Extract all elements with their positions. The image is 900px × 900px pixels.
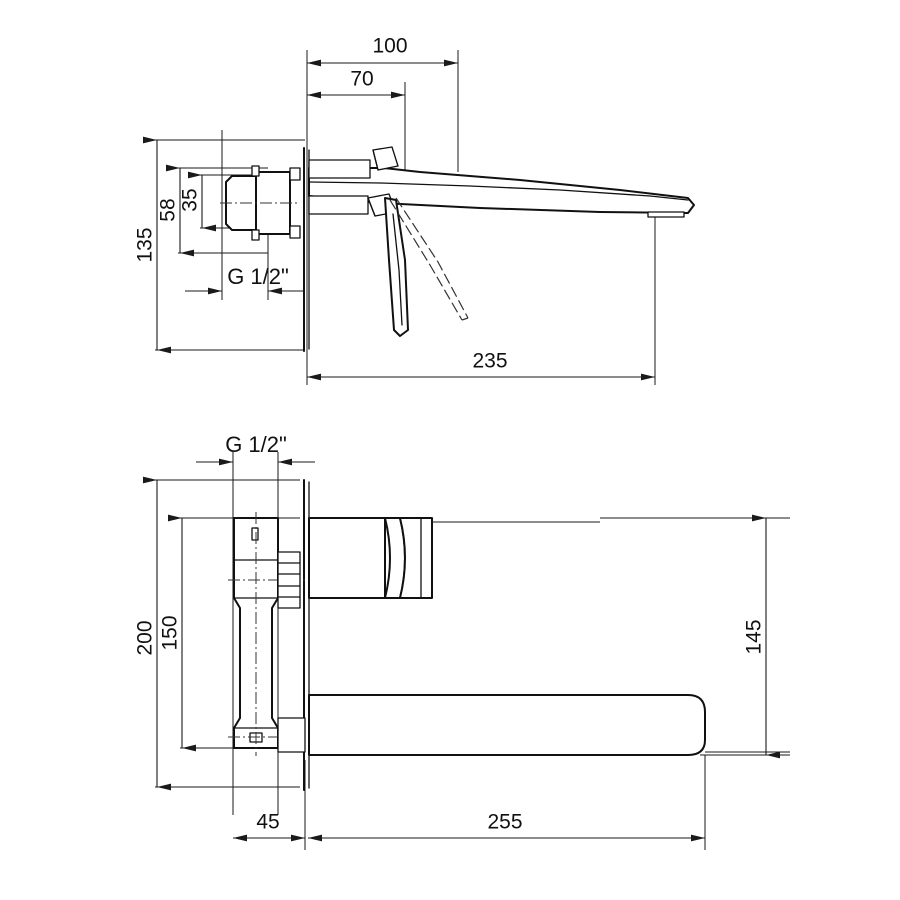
hub-upper-block: [308, 159, 371, 179]
lower-outlet-block: [277, 717, 306, 753]
handle-barrel-front: [308, 517, 600, 599]
dim-g12-lower-label: G 1/2": [225, 432, 287, 457]
dim-45: 45: [233, 811, 305, 842]
spout-outlet-aerator: [647, 211, 685, 218]
dim-g12-upper-label: G 1/2": [227, 264, 289, 289]
lever-handle-outline: [384, 197, 409, 337]
lever-phantom-tip: [461, 317, 469, 321]
dim-235-label: 235: [472, 350, 507, 373]
spout-bar-front: [308, 694, 790, 756]
dim-200: 200: [134, 476, 171, 791]
dim-58: 58: [157, 164, 194, 257]
spline-block: [277, 551, 301, 609]
dim-255-label: 255: [487, 811, 522, 834]
dim-45-label: 45: [256, 811, 279, 834]
inlet-lug-bottom: [251, 229, 260, 241]
dim-255: 255: [308, 811, 705, 842]
dim-35: 35: [179, 171, 216, 232]
spout-bar-outline: [308, 694, 706, 756]
dim-150: 150: [159, 514, 196, 752]
dim-145: 145: [743, 514, 780, 759]
dim-100: 100: [307, 35, 458, 67]
dim-g12-upper: G 1/2": [185, 264, 305, 295]
dim-135: 135: [134, 136, 171, 354]
lever-handle-inner: [392, 213, 403, 326]
dim-150-label: 150: [159, 615, 182, 650]
cartridge-spline: [277, 551, 306, 753]
inlet-seal-bottom: [289, 225, 301, 239]
lever-handle-side: [384, 197, 469, 337]
inlet-body-upper: [220, 165, 301, 241]
dim-100-label: 100: [372, 35, 407, 58]
lever-phantom-edge-b: [395, 197, 469, 319]
view-side-elevation: 100 70 135 58 35 G 1/2": [134, 35, 695, 385]
view-front-plan: G 1/2" 200 150 145 45 255: [134, 432, 790, 850]
dim-135-label: 135: [134, 227, 157, 262]
dim-70: 70: [307, 68, 405, 99]
inlet-seal-top: [289, 167, 301, 181]
dim-200-label: 200: [134, 620, 157, 655]
lever-phantom-edge-a: [389, 199, 463, 321]
dim-235: 235: [307, 350, 655, 381]
hub-lower-block: [308, 195, 369, 215]
dim-g12-lower: G 1/2": [196, 432, 315, 466]
handle-barrel-cap: [399, 517, 433, 599]
dim-145-label: 145: [743, 619, 766, 654]
spout-inner-edge: [308, 181, 689, 201]
dim-70-label: 70: [350, 68, 373, 91]
dim-35-label: 35: [179, 188, 202, 211]
hub-cap-upper-edge: [372, 149, 379, 171]
hub-cap-lower-edge: [367, 197, 376, 217]
handle-barrel-body: [308, 517, 386, 599]
dim-58-label: 58: [157, 198, 180, 221]
inlet-lug-top: [251, 165, 260, 177]
riser-slot-top: [251, 527, 259, 541]
